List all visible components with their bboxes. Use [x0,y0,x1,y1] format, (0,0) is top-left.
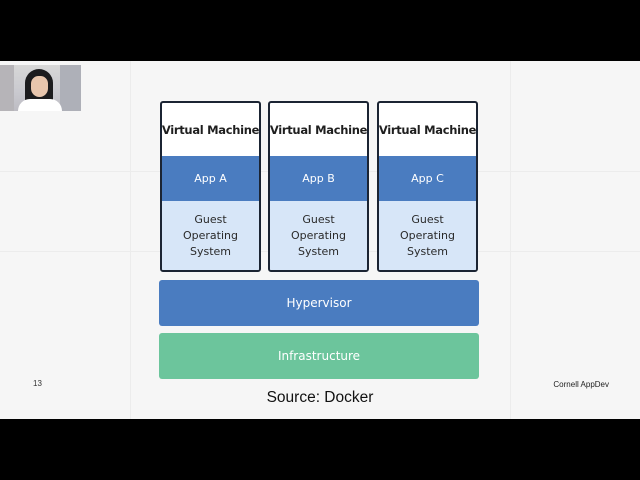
vm-guest-os: Guest Operating System [379,201,476,270]
vm-os-line: System [189,244,232,258]
vm-guest-os: Guest Operating System [270,201,367,270]
vm-os-line: Operating [183,228,238,242]
presenter-face [31,76,48,97]
virtual-machine-c: Virtual Machine App C Guest Operating Sy… [377,101,478,272]
vm-os-line: System [297,244,340,258]
vm-os-line: Operating [291,228,346,242]
vm-title: Virtual Machine [161,122,260,137]
vm-guest-os: Guest Operating System [162,201,259,270]
vm-os-line: Guest [411,212,444,226]
webcam-background [60,65,81,111]
slide-page-number: 13 [33,379,42,388]
slide-brand-footer: Cornell AppDev [553,380,609,389]
vm-app-label: App B [270,156,367,201]
slide-background-line [130,61,131,419]
virtual-machine-b: Virtual Machine App B Guest Operating Sy… [268,101,369,272]
webcam-background [0,65,14,111]
virtual-machine-a: Virtual Machine App A Guest Operating Sy… [160,101,261,272]
vm-os-line: System [406,244,449,258]
slide-background-line [510,61,511,419]
hypervisor-layer: Hypervisor [159,280,479,326]
vm-title: Virtual Machine [269,122,368,137]
source-caption: Source: Docker [266,389,374,406]
vm-os-line: Operating [400,228,455,242]
vm-title: Virtual Machine [378,122,477,137]
vm-app-label: App C [379,156,476,201]
presenter-shoulders [18,99,62,111]
vm-os-line: Guest [194,212,227,226]
vm-os-line: Guest [302,212,335,226]
vm-app-label: App A [162,156,259,201]
infrastructure-layer: Infrastructure [159,333,479,379]
presenter-webcam-thumbnail [0,65,81,111]
